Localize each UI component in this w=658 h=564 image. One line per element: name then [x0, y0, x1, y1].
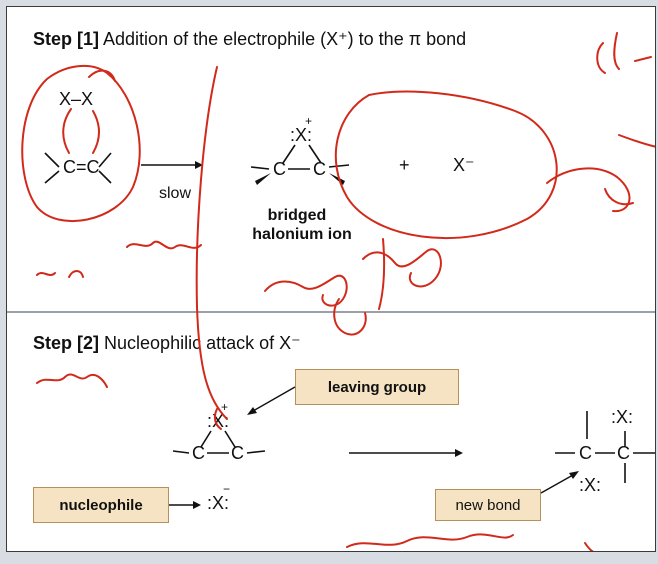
alkene-bonds	[44, 152, 112, 184]
halonium-intermediate: :X: + C C :X: −	[172, 400, 266, 513]
bridged-halonium-structure: :X: + C C	[250, 114, 350, 185]
svg-text::X:: :X:	[207, 411, 229, 431]
svg-text:+: +	[305, 114, 312, 128]
mechanism-panel: Step [1] Addition of the electrophile (X…	[6, 6, 656, 552]
svg-text::X:: :X:	[611, 407, 633, 427]
svg-text::X:: :X:	[207, 493, 229, 513]
svg-text:+: +	[221, 400, 228, 414]
svg-text::X:: :X:	[290, 125, 312, 145]
mechanism-drawing: :X: + C C :X: + C C :X: −	[21, 32, 655, 551]
callout-pointers	[169, 386, 579, 509]
step1-title-text: Addition of the electrophile (X⁺) to the…	[103, 29, 467, 49]
product-label-line1: bridged	[267, 207, 327, 224]
svg-text:C: C	[617, 443, 630, 463]
svg-text:C: C	[192, 443, 205, 463]
svg-text::X:: :X:	[579, 475, 601, 495]
step-divider	[7, 311, 655, 313]
step1-title-prefix: Step [1]	[33, 29, 100, 49]
nucleophile-callout: nucleophile	[33, 487, 169, 523]
alkene: C=C	[63, 157, 100, 177]
svg-text:C: C	[313, 159, 326, 179]
reaction-arrow-step2	[349, 449, 463, 457]
step1-title: Step [1] Addition of the electrophile (X…	[33, 29, 466, 50]
new-bond-callout: new bond	[435, 489, 541, 521]
reaction-arrow-step1	[141, 161, 203, 169]
plus-sign: +	[399, 155, 410, 175]
step2-title-text: Nucleophilic attack of X⁻	[104, 333, 301, 353]
svg-text:C: C	[273, 159, 286, 179]
halogen-molecule: X–X	[59, 89, 94, 109]
svg-text:C: C	[579, 443, 592, 463]
step2-title-prefix: Step [2]	[33, 333, 100, 353]
step2-title: Step [2] Nucleophilic attack of X⁻	[33, 333, 301, 354]
halide-ion: X⁻	[453, 155, 475, 175]
leaving-group-callout: leaving group	[295, 369, 459, 405]
svg-text:C: C	[231, 443, 244, 463]
svg-text:−: −	[223, 482, 230, 496]
handwritten-annotations	[21, 32, 655, 551]
dihalide-product: :X: C C :X:	[555, 407, 655, 495]
product-label-line2: halonium ion	[252, 226, 352, 243]
slow-label: slow	[158, 185, 191, 202]
